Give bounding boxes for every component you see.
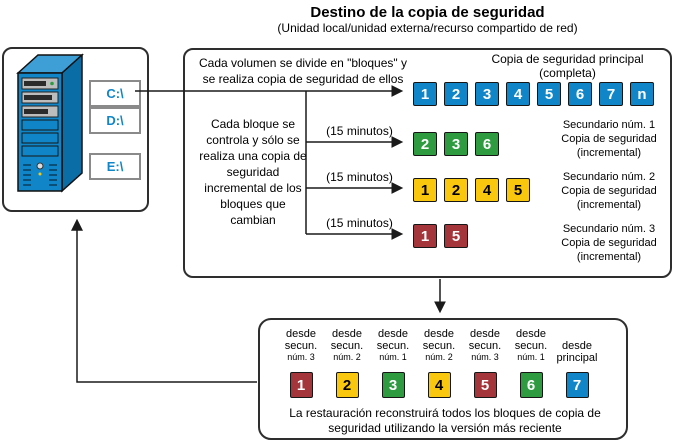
restore-column: desde secun. núm. 2 2	[324, 326, 370, 398]
restore-col-line2: secun.	[284, 340, 318, 352]
restore-col-line2: secun.	[514, 340, 548, 352]
restore-column: desde secun. núm. 1 6	[508, 326, 554, 398]
secondary2-name: Secundario núm. 2	[562, 171, 656, 183]
backup-block: 2	[444, 178, 468, 202]
secondary2-mode: (incremental)	[576, 199, 642, 211]
backup-block: 5	[537, 82, 561, 106]
restore-column: desde secun. núm. 3 5	[462, 326, 508, 398]
restore-col-line1: desde	[470, 328, 500, 340]
backup-block: 6	[475, 132, 499, 156]
drive-label-c: C:\	[89, 80, 141, 107]
drive-c-text: C:\	[106, 86, 124, 101]
restore-panel: desde secun. núm. 3 1 desde secun. núm. …	[258, 318, 628, 440]
secondary1-label: Secundario núm. 1 Copia de seguridad (in…	[535, 118, 677, 160]
restored-block: 5	[473, 372, 497, 398]
backup-block: 1	[413, 224, 437, 248]
backup-block: 6	[568, 82, 592, 106]
backup-block: 5	[506, 178, 530, 202]
backup-block: 7	[599, 82, 623, 106]
backup-block: 4	[506, 82, 530, 106]
backup-block: n	[630, 82, 654, 106]
interval-label-3: (15 minutos)	[326, 216, 393, 230]
restore-col-line3: núm. 1	[379, 352, 407, 362]
restored-block: 3	[381, 372, 405, 398]
restore-column: desde secun. núm. 3 1	[278, 326, 324, 398]
computer-tower-icon	[16, 53, 84, 193]
restored-block: 6	[519, 372, 543, 398]
secondary2-label: Secundario núm. 2 Copia de seguridad (in…	[535, 170, 677, 212]
restore-col-line2: secun.	[376, 340, 410, 352]
restore-col-line1: desde	[516, 328, 546, 340]
restore-col-line1: desde	[424, 328, 454, 340]
restored-block: 2	[335, 372, 359, 398]
block-note: Cada bloque se controla y sólo se realiz…	[199, 117, 307, 227]
restore-col-line3: núm. 2	[333, 352, 361, 362]
interval-label-1: (15 minutos)	[326, 124, 393, 138]
secondary1-block-row: 2 3 6	[413, 132, 499, 156]
secondary3-label: Secundario núm. 3 Copia de seguridad (in…	[535, 222, 677, 264]
secondary3-name: Secundario núm. 3	[562, 223, 656, 235]
backup-destination-panel: Cada volumen se divide en "bloques" y se…	[183, 48, 672, 278]
restore-col-line1: desde	[378, 328, 408, 340]
secondary3-block-row: 1 5	[413, 224, 468, 248]
secondary1-desc: Copia de seguridad	[561, 133, 657, 145]
backup-block: 2	[444, 82, 468, 106]
drive-e-text: E:\	[106, 159, 124, 174]
secondary1-mode: (incremental)	[576, 147, 642, 159]
drive-label-d: D:\	[89, 107, 141, 134]
restore-footer-note: La restauración reconstruirá todos los b…	[289, 406, 601, 435]
restore-col-line2: secun.	[468, 340, 502, 352]
principal-backup-label: Copia de seguridad principal (completa)	[465, 52, 670, 80]
principal-label-line1: Copia de seguridad principal	[491, 52, 644, 66]
backup-block: 5	[444, 224, 468, 248]
restored-block: 4	[427, 372, 451, 398]
restore-col-line3: núm. 3	[471, 352, 499, 362]
restore-column: desde secun. núm. 1 3	[370, 326, 416, 398]
restore-column: desde principal 7	[554, 326, 600, 398]
interval-label-2: (15 minutos)	[326, 170, 393, 184]
backup-block: 1	[413, 178, 437, 202]
backup-block: 2	[413, 132, 437, 156]
principal-label-line2: (completa)	[539, 66, 596, 80]
backup-block: 4	[475, 178, 499, 202]
diagram-subtitle: (Unidad local/unidad externa/recurso com…	[277, 21, 578, 35]
backup-block: 3	[475, 82, 499, 106]
restore-column: desde secun. núm. 2 4	[416, 326, 462, 398]
restore-col-line1: desde	[562, 340, 592, 352]
restore-col-line1: desde	[286, 328, 316, 340]
principal-block-row: 1 2 3 4 5 6 7 n	[413, 82, 654, 106]
restore-col-line2: secun.	[330, 340, 364, 352]
restore-columns: desde secun. núm. 3 1 desde secun. núm. …	[278, 326, 600, 398]
diagram-title: Destino de la copia de seguridad	[310, 4, 545, 21]
volume-note: Cada volumen se divide en "bloques" y se…	[199, 56, 407, 86]
secondary3-desc: Copia de seguridad	[561, 237, 657, 249]
secondary3-mode: (incremental)	[576, 251, 642, 263]
secondary2-block-row: 1 2 4 5	[413, 178, 530, 202]
source-computer-box: C:\ D:\ E:\	[2, 47, 149, 212]
restored-block: 7	[565, 372, 589, 398]
restore-col-line1: desde	[332, 328, 362, 340]
restore-col-line2: secun.	[422, 340, 456, 352]
backup-block: 1	[413, 82, 437, 106]
drive-label-e: E:\	[89, 153, 141, 180]
restored-block: 1	[289, 372, 313, 398]
secondary1-name: Secundario núm. 1	[562, 119, 656, 131]
restore-col-line3: núm. 2	[425, 352, 453, 362]
secondary2-desc: Copia de seguridad	[561, 185, 657, 197]
restore-col-line3: núm. 1	[517, 352, 545, 362]
drive-d-text: D:\	[106, 113, 124, 128]
backup-block: 3	[444, 132, 468, 156]
restore-col-line3: núm. 3	[287, 352, 315, 362]
restore-col-line2: principal	[556, 352, 598, 364]
